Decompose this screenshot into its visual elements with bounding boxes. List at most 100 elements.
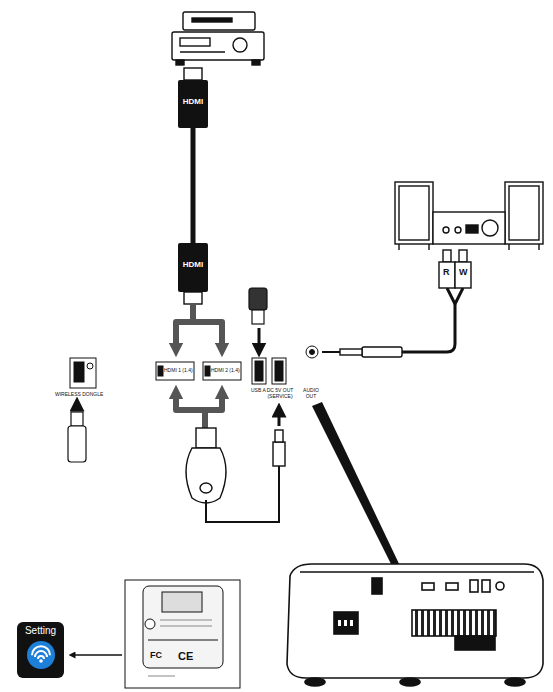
- speaker-system-part: [395, 182, 433, 244]
- settings-app-icon: Setting: [17, 622, 64, 678]
- dongle-label-card-part: [125, 580, 240, 688]
- speaker-system-part: [443, 227, 449, 233]
- port-part: [158, 366, 163, 376]
- projector-part: [422, 583, 434, 590]
- dongle-label-card-part: [160, 620, 212, 621]
- dongle-label-card-part: [143, 586, 223, 668]
- dongle-label-card-part: [72, 654, 122, 655]
- certification-mark: FC: [150, 651, 162, 661]
- projector-part: [482, 580, 490, 592]
- plug-letter: W: [459, 268, 468, 278]
- projector-part: [412, 610, 496, 636]
- dongle-label-card-part: [160, 626, 212, 627]
- hdmi-dongle-part: [275, 430, 283, 442]
- port-label: AUDIO OUT: [300, 388, 322, 399]
- port-label: USB A: [251, 388, 266, 394]
- source-device-part: [180, 51, 225, 52]
- audio-cable: [322, 250, 471, 357]
- speaker-system-part: [538, 244, 539, 250]
- port-label: DC 5V OUT (SERVICE): [266, 388, 294, 399]
- hdmi-plug: HDMI: [178, 80, 208, 128]
- speaker-system: [395, 182, 543, 250]
- projector-part: [287, 564, 543, 678]
- plug-letter: R: [443, 268, 450, 278]
- projector-part: [305, 678, 325, 686]
- port-label: HDMI 2 (1.4): [211, 368, 240, 374]
- projector-part: [344, 620, 347, 626]
- source-device-part: [252, 60, 260, 65]
- audio-cable-part: [322, 351, 340, 353]
- projector-part: [455, 636, 495, 650]
- hdmi-plug-tip-part: [184, 292, 202, 304]
- usb-stick-part: [252, 310, 264, 324]
- source-device-part: [176, 60, 184, 65]
- insert-arrow-part: [205, 392, 222, 428]
- source-device-part: [180, 38, 210, 46]
- port-part: [275, 361, 283, 381]
- wireless-dongle-part: [68, 426, 86, 462]
- wireless-dongle-part: [76, 404, 79, 410]
- port-part: [87, 363, 93, 369]
- hdmi-cable: [191, 128, 196, 243]
- projector-part: [372, 578, 382, 594]
- source-device: [172, 12, 264, 65]
- wireless-dongle-part: [71, 412, 83, 426]
- audio-cable-part: [443, 250, 451, 262]
- audio-cable-part: [455, 262, 471, 288]
- wifi-icon: [26, 640, 56, 670]
- dongle-label-card: [72, 580, 240, 688]
- usb-stick-part: [258, 328, 261, 350]
- insert-arrow-part: [176, 392, 205, 428]
- speaker-system-part: [399, 186, 429, 240]
- port-part: [310, 350, 315, 355]
- port-part: [272, 358, 286, 384]
- dongle-label-card-part: [148, 676, 175, 677]
- source-device-part: [172, 32, 264, 60]
- projector-part: [505, 678, 525, 686]
- wifi-dot: [39, 659, 43, 663]
- audio-cable-part: [459, 250, 467, 262]
- port-label: HDMI 1 (1.4): [164, 368, 193, 374]
- projector-part: [400, 678, 420, 686]
- projector-part: [446, 583, 458, 590]
- projector-part: [334, 612, 358, 634]
- hdmi-plug: HDMI: [178, 243, 208, 292]
- dongle-label-card-part: [148, 640, 218, 641]
- usb-stick: [249, 288, 267, 350]
- hdmi-dongle-part: [196, 428, 216, 448]
- wireless-dongle: [68, 404, 86, 462]
- insert-arrow-part: [193, 304, 222, 350]
- speaker-system-part: [508, 244, 509, 250]
- hdmi-dongle: [186, 410, 285, 522]
- audio-cable-part: [455, 288, 463, 304]
- wifi-arc: [38, 656, 44, 659]
- hdmi-dongle-part: [206, 466, 279, 522]
- wifi-icon-ground: [27, 641, 55, 669]
- speaker-system-part: [455, 227, 461, 233]
- node-label: HDMI: [183, 261, 203, 270]
- source-device-part: [233, 38, 247, 52]
- speaker-system-part: [509, 186, 539, 240]
- port-part: [203, 362, 241, 380]
- source-device-part: [192, 18, 232, 22]
- hdmi-dongle-part: [186, 448, 226, 503]
- port: [70, 346, 318, 388]
- port-part: [205, 366, 210, 376]
- audio-cable-part: [340, 349, 362, 355]
- projector-part: [470, 580, 478, 592]
- audio-cable-part: [362, 347, 402, 357]
- node-label: Setting: [25, 625, 56, 636]
- certification-mark: CE: [178, 650, 193, 662]
- projector-part: [496, 582, 504, 590]
- hdmi-plug-tip-part: [184, 68, 202, 80]
- projector-part: [300, 571, 534, 573]
- port-label: WIRELESS DONGLE: [55, 392, 103, 398]
- zoom-wedge: [312, 402, 402, 570]
- speaker-system-part: [505, 182, 543, 244]
- projector-part: [338, 620, 341, 626]
- speaker-system-part: [482, 220, 498, 236]
- dongle-label-card-part: [145, 619, 155, 629]
